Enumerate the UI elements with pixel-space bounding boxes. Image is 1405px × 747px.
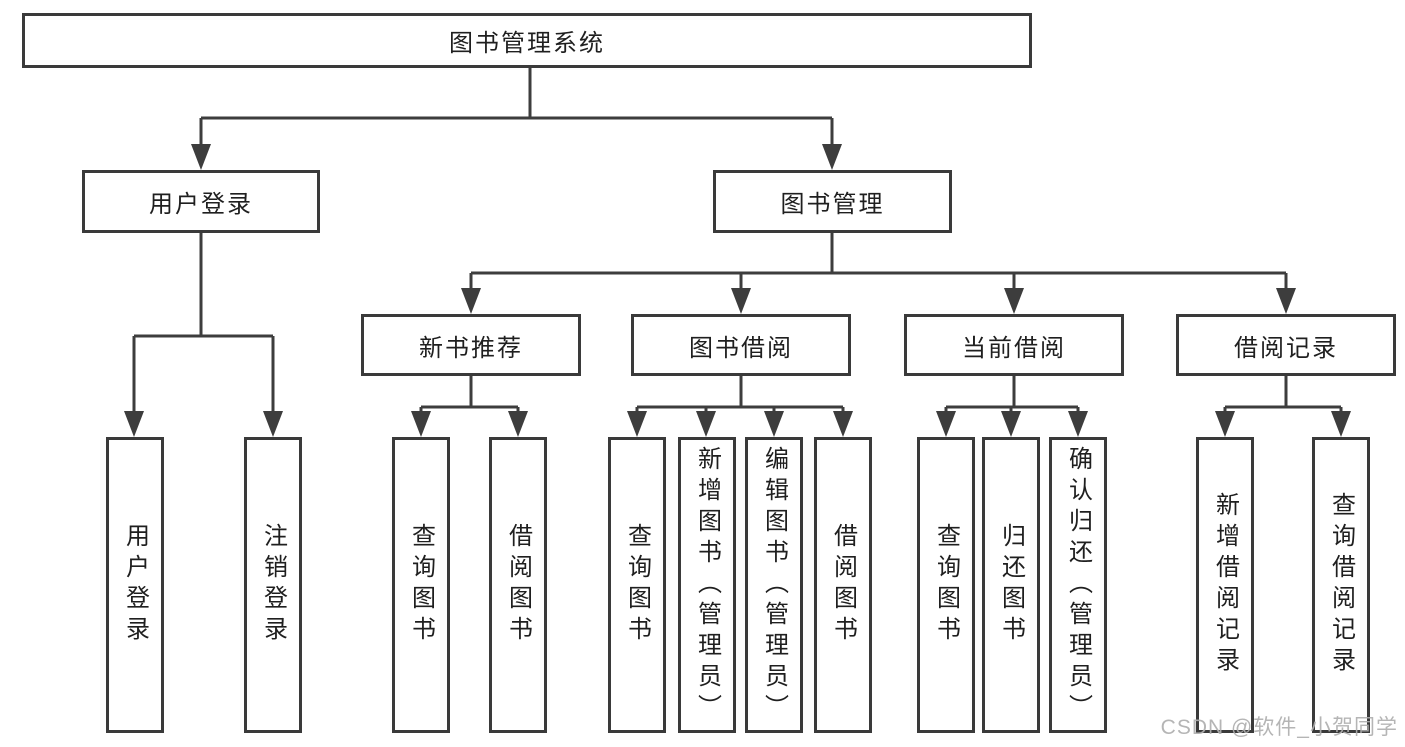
leaf-label: 借阅图书 bbox=[829, 523, 857, 647]
leaf-logout: 注销登录 bbox=[244, 437, 302, 733]
node-library-system: 图书管理系统 bbox=[22, 13, 1032, 68]
leaf-user-login: 用户登录 bbox=[106, 437, 164, 733]
leaf-label: 注销登录 bbox=[259, 523, 287, 647]
leaf-label: 用户登录 bbox=[121, 523, 149, 647]
node-book-management: 图书管理 bbox=[713, 170, 952, 233]
csdn-watermark: CSDN @软件_小贺同学 bbox=[1160, 716, 1398, 739]
leaf-add-books-admin: 新增图书（管理员） bbox=[678, 437, 736, 733]
arrowheads bbox=[124, 144, 1351, 437]
node-label: 借阅记录 bbox=[1234, 334, 1338, 362]
node-label: 图书借阅 bbox=[689, 334, 793, 362]
node-current-borrow: 当前借阅 bbox=[904, 314, 1124, 376]
leaf-add-borrow-record: 新增借阅记录 bbox=[1196, 437, 1254, 733]
leaf-label: 归还图书 bbox=[997, 523, 1025, 647]
node-user-login: 用户登录 bbox=[82, 170, 320, 233]
leaf-query-books-1: 查询图书 bbox=[392, 437, 450, 733]
leaf-query-borrow-record: 查询借阅记录 bbox=[1312, 437, 1370, 733]
node-new-book-recommend: 新书推荐 bbox=[361, 314, 581, 376]
node-label: 当前借阅 bbox=[962, 334, 1066, 362]
leaf-label: 新增图书（管理员） bbox=[693, 445, 721, 725]
leaf-confirm-return-admin: 确认归还（管理员） bbox=[1049, 437, 1107, 733]
leaf-label: 查询图书 bbox=[407, 523, 435, 647]
leaf-return-books: 归还图书 bbox=[982, 437, 1040, 733]
leaf-label: 编辑图书（管理员） bbox=[760, 445, 788, 725]
leaf-query-books-2: 查询图书 bbox=[608, 437, 666, 733]
node-label: 用户登录 bbox=[149, 191, 253, 218]
node-label: 图书管理系统 bbox=[449, 30, 605, 57]
leaf-label: 新增借阅记录 bbox=[1211, 492, 1239, 678]
leaf-label: 查询图书 bbox=[623, 523, 651, 647]
leaf-label: 查询图书 bbox=[932, 523, 960, 647]
node-label: 图书管理 bbox=[780, 191, 885, 218]
node-book-borrow: 图书借阅 bbox=[631, 314, 851, 376]
leaf-borrow-books-1: 借阅图书 bbox=[489, 437, 547, 733]
node-borrow-records: 借阅记录 bbox=[1176, 314, 1396, 376]
leaf-label: 查询借阅记录 bbox=[1327, 492, 1355, 678]
leaf-query-books-3: 查询图书 bbox=[917, 437, 975, 733]
node-label: 新书推荐 bbox=[419, 334, 523, 362]
leaf-label: 确认归还（管理员） bbox=[1064, 445, 1092, 725]
leaf-borrow-books-2: 借阅图书 bbox=[814, 437, 872, 733]
leaf-label: 借阅图书 bbox=[504, 523, 532, 647]
leaf-edit-books-admin: 编辑图书（管理员） bbox=[745, 437, 803, 733]
